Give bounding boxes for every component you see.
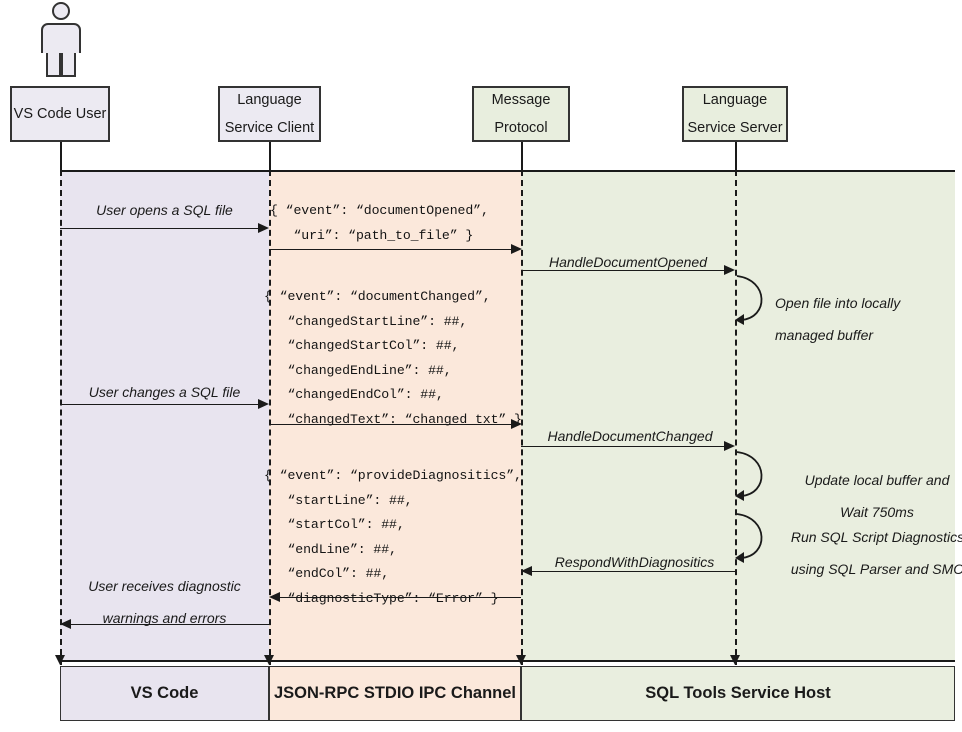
lifeline-language-service-server: [735, 170, 737, 665]
message-arrow-user-receives-diagnostics: [71, 624, 269, 625]
payload-document-opened: { “event”: “documentOpened”, “uri”: “pat…: [270, 203, 489, 243]
self-action-update-buffer-wait-line1: Update local buffer and: [804, 472, 950, 488]
message-arrow-document-changed-to-protocol: [269, 424, 517, 425]
self-action-label-run-diagnostics: Run SQL Script Diagnostics using SQL Par…: [770, 521, 962, 585]
self-loop-run-diagnostics-icon: [735, 513, 763, 563]
lifeline-message-protocol: [521, 170, 523, 665]
actor-torso-fill: [41, 47, 81, 53]
self-action-update-buffer-wait-line2: Wait 750ms: [840, 504, 914, 521]
self-loop-update-buffer-wait-icon: [735, 451, 763, 501]
footer-box-ipc-channel[interactable]: JSON-RPC STDIO IPC Channel: [269, 666, 521, 721]
lifeline-message-protocol-head: [521, 142, 523, 170]
message-arrow-handle-document-opened: [521, 270, 728, 271]
message-label-handle-document-opened: HandleDocumentOpened: [549, 254, 707, 270]
arrowhead-terminator-vs-code-user: [55, 655, 65, 665]
band-bottom-border: [60, 660, 955, 662]
actor-left-leg-icon: [46, 49, 61, 77]
participant-language-service-client-line2: Service Client: [224, 120, 315, 136]
participant-vs-code-user[interactable]: VS Code User: [10, 86, 110, 142]
message-arrow-user-opens-sql-file: [60, 228, 265, 229]
footer-label-service-host: SQL Tools Service Host: [645, 684, 831, 702]
lifeline-language-service-client: [269, 170, 271, 665]
participant-language-service-client-line1: Language: [237, 91, 302, 108]
self-action-run-diagnostics-line1: Run SQL Script Diagnostics: [790, 529, 962, 545]
self-action-label-update-buffer-wait: Update local buffer and Wait 750ms: [772, 464, 962, 528]
message-label-handle-document-changed: HandleDocumentChanged: [547, 428, 713, 444]
self-action-open-file-buffer-line2: managed buffer: [775, 327, 874, 344]
arrowhead-terminator-message-protocol: [516, 655, 526, 665]
message-arrow-handle-document-changed: [521, 446, 728, 447]
footer-label-vs-code: VS Code: [130, 684, 199, 702]
band-ipc-channel: [269, 170, 521, 660]
payload-provide-diagnositics: { “event”: “provideDiagnositics”, “start…: [264, 468, 522, 606]
self-action-run-diagnostics-line2: using SQL Parser and SMO: [790, 561, 962, 578]
actor-head-icon: [52, 2, 70, 20]
participant-language-service-server[interactable]: Language Service Server: [682, 86, 788, 142]
message-arrow-diagnostics-to-client: [280, 597, 521, 598]
arrowhead-respond-with-diagnositics: [521, 566, 532, 576]
actor-right-leg-icon: [61, 49, 76, 77]
footer-label-ipc-channel: JSON-RPC STDIO IPC Channel: [273, 684, 517, 702]
lifeline-language-service-server-head: [735, 142, 737, 170]
arrowhead-terminator-language-service-client: [264, 655, 274, 665]
participant-message-protocol[interactable]: Message Protocol: [472, 86, 570, 142]
footer-box-vs-code[interactable]: VS Code: [60, 666, 269, 721]
arrowhead-document-changed-to-protocol: [511, 419, 522, 429]
payload-document-changed: { “event”: “documentChanged”, “changedSt…: [264, 289, 522, 427]
message-label-user-receives-diagnostics: User receives diagnostic warnings and er…: [62, 570, 267, 634]
band-vs-code: [60, 170, 269, 660]
lifeline-vs-code-user: [60, 170, 62, 665]
message-label-respond-with-diagnositics: RespondWithDiagnositics: [554, 554, 715, 570]
arrowhead-user-opens-sql-file: [258, 223, 269, 233]
message-label-user-opens-sql-file: User opens a SQL file: [96, 202, 233, 218]
participant-language-service-client[interactable]: Language Service Client: [218, 86, 321, 142]
vs-code-user-actor-icon: [38, 2, 84, 78]
arrowhead-user-changes-sql-file: [258, 399, 269, 409]
band-service-host: [521, 170, 955, 660]
arrowhead-user-receives-diagnostics: [60, 619, 71, 629]
footer-box-service-host[interactable]: SQL Tools Service Host: [521, 666, 955, 721]
participant-language-service-server-line1: Language: [702, 91, 768, 108]
message-user-receives-diagnostics-line2: warnings and errors: [102, 610, 227, 627]
arrowhead-diagnostics-to-client: [269, 592, 280, 602]
message-arrow-document-opened-to-protocol: [269, 249, 517, 250]
arrowhead-document-opened-to-protocol: [511, 244, 522, 254]
self-action-open-file-buffer-line1: Open file into locally: [775, 295, 901, 311]
message-arrow-respond-with-diagnositics: [532, 571, 737, 572]
message-arrow-user-changes-sql-file: [60, 404, 265, 405]
message-label-user-changes-sql-file: User changes a SQL file: [88, 384, 241, 400]
self-loop-open-file-buffer-icon: [735, 275, 763, 325]
participant-message-protocol-line1: Message: [491, 91, 551, 108]
arrowhead-handle-document-opened: [724, 265, 735, 275]
participant-message-protocol-line2: Protocol: [494, 120, 548, 136]
lifeline-language-service-client-head: [269, 142, 271, 170]
self-action-label-open-file-buffer: Open file into locally managed buffer: [775, 287, 962, 351]
lifeline-vs-code-user-head: [60, 142, 62, 170]
band-top-border: [60, 170, 955, 172]
participant-language-service-server-line2: Service Server: [687, 120, 783, 136]
message-user-receives-diagnostics-line1: User receives diagnostic: [88, 578, 241, 594]
arrowhead-terminator-language-service-server: [730, 655, 740, 665]
arrowhead-handle-document-changed: [724, 441, 735, 451]
participant-vs-code-user-label: VS Code User: [13, 105, 107, 122]
